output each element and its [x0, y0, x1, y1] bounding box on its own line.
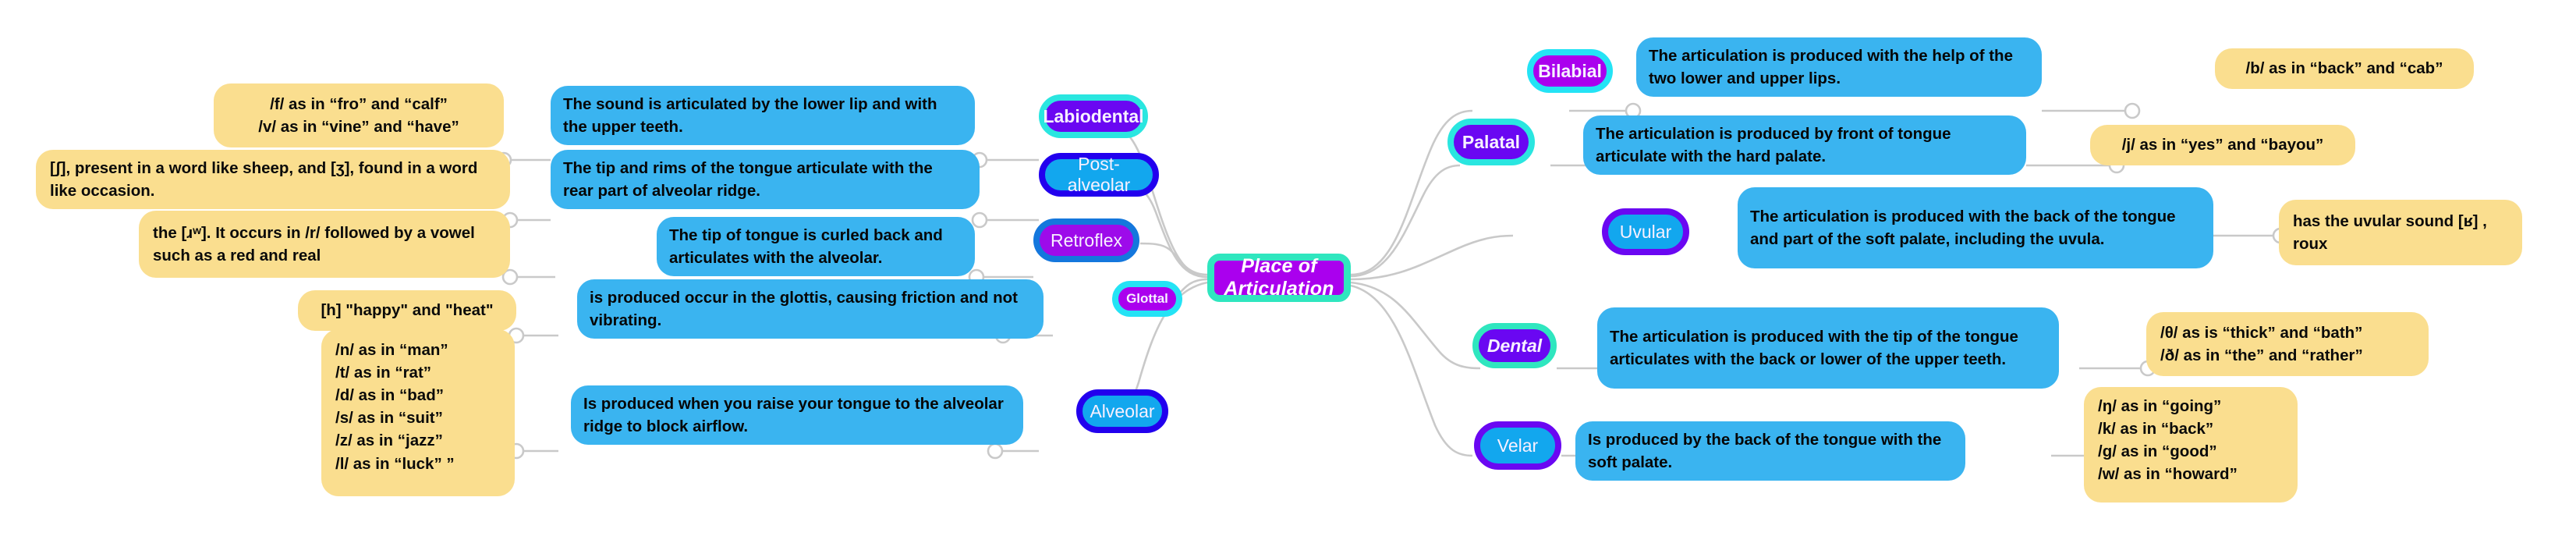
- category-node-alveolar[interactable]: Alveolar: [1076, 389, 1168, 433]
- example-node-alveolar[interactable]: /n/ as in “man” /t/ as in “rat” /d/ as i…: [321, 329, 515, 496]
- example-node-labiodental[interactable]: /f/ as in “fro” and “calf” /v/ as in “vi…: [214, 83, 504, 147]
- description-text-dental: The articulation is produced with the ti…: [1610, 327, 2018, 368]
- example-node-glottal[interactable]: [h] "happy" and "heat": [298, 290, 516, 331]
- category-label-palatal: Palatal: [1462, 131, 1521, 152]
- description-node-dental[interactable]: The articulation is produced with the ti…: [1597, 307, 2059, 389]
- category-label-velar: Velar: [1497, 435, 1539, 456]
- description-node-glottal[interactable]: is produced occur in the glottis, causin…: [577, 279, 1044, 339]
- root-label: Place of Articulation: [1224, 255, 1334, 300]
- category-node-labiodental[interactable]: Labiodental: [1039, 94, 1148, 138]
- category-label-post-alveolar: Post-alveolar: [1067, 154, 1131, 195]
- description-text-glottal: is produced occur in the glottis, causin…: [590, 288, 1018, 329]
- example-text-uvular: has the uvular sound [ʁ] , roux: [2293, 211, 2487, 253]
- example-text-alveolar: /n/ as in “man” /t/ as in “rat” /d/ as i…: [335, 341, 455, 473]
- example-node-dental[interactable]: /θ/ as is “thick” and “bath” /ð/ as in “…: [2146, 312, 2429, 376]
- example-text-velar: /ŋ/ as in “going” /k/ as in “back” /g/ a…: [2098, 397, 2238, 484]
- example-node-retroflex[interactable]: the [ɹʷ]. It occurs in /r/ followed by a…: [139, 211, 510, 278]
- category-node-uvular[interactable]: Uvular: [1602, 208, 1689, 255]
- example-text-glottal: [h] "happy" and "heat": [321, 301, 494, 320]
- example-node-bilabial[interactable]: /b/ as in “back” and “cab”: [2215, 48, 2474, 89]
- example-text-bilabial: /b/ as in “back” and “cab”: [2245, 59, 2443, 78]
- example-text-post-alveolar: [ʃ], present in a word like sheep, and […: [50, 158, 478, 200]
- category-node-dental[interactable]: Dental: [1472, 323, 1557, 368]
- description-text-velar: Is produced by the back of the tongue wi…: [1588, 430, 1942, 471]
- category-label-uvular: Uvular: [1619, 221, 1672, 242]
- description-node-uvular[interactable]: The articulation is produced with the ba…: [1738, 187, 2213, 268]
- category-label-alveolar: Alveolar: [1090, 400, 1155, 421]
- example-text-dental: /θ/ as is “thick” and “bath” /ð/ as in “…: [2160, 323, 2363, 364]
- description-node-post-alveolar[interactable]: The tip and rims of the tongue articulat…: [551, 150, 980, 209]
- category-node-velar[interactable]: Velar: [1474, 421, 1561, 470]
- category-node-bilabial[interactable]: Bilabial: [1527, 49, 1613, 93]
- category-label-retroflex: Retroflex: [1050, 229, 1123, 250]
- description-text-uvular: The articulation is produced with the ba…: [1750, 207, 2176, 248]
- example-text-retroflex: the [ɹʷ]. It occurs in /r/ followed by a…: [153, 223, 475, 265]
- example-text-labiodental: /f/ as in “fro” and “calf” /v/ as in “vi…: [258, 94, 459, 136]
- example-node-post-alveolar[interactable]: [ʃ], present in a word like sheep, and […: [36, 150, 510, 209]
- example-node-palatal[interactable]: /j/ as in “yes” and “bayou”: [2090, 125, 2355, 165]
- description-text-labiodental: The sound is articulated by the lower li…: [563, 94, 937, 136]
- category-node-glottal[interactable]: Glottal: [1112, 281, 1182, 317]
- example-node-uvular[interactable]: has the uvular sound [ʁ] , roux: [2279, 200, 2522, 265]
- description-text-post-alveolar: The tip and rims of the tongue articulat…: [563, 158, 933, 200]
- description-node-velar[interactable]: Is produced by the back of the tongue wi…: [1575, 421, 1965, 481]
- category-label-labiodental: Labiodental: [1043, 105, 1144, 126]
- description-text-alveolar: Is produced when you raise your tongue t…: [583, 394, 1004, 435]
- description-node-retroflex[interactable]: The tip of tongue is curled back and art…: [657, 217, 975, 276]
- category-label-glottal: Glottal: [1126, 291, 1168, 306]
- category-label-dental: Dental: [1486, 335, 1543, 356]
- category-node-palatal[interactable]: Palatal: [1447, 119, 1535, 165]
- example-node-velar[interactable]: /ŋ/ as in “going” /k/ as in “back” /g/ a…: [2084, 387, 2298, 503]
- description-node-palatal[interactable]: The articulation is produced by front of…: [1583, 115, 2026, 175]
- category-node-retroflex[interactable]: Retroflex: [1033, 218, 1139, 262]
- description-node-alveolar[interactable]: Is produced when you raise your tongue t…: [571, 385, 1023, 445]
- example-text-palatal: /j/ as in “yes” and “bayou”: [2121, 136, 2324, 154]
- category-node-post-alveolar[interactable]: Post-alveolar: [1039, 153, 1159, 197]
- description-node-bilabial[interactable]: The articulation is produced with the he…: [1636, 37, 2042, 97]
- root-node-place-of-articulation[interactable]: Place of Articulation: [1207, 254, 1351, 302]
- description-text-bilabial: The articulation is produced with the he…: [1649, 46, 2013, 87]
- category-label-bilabial: Bilabial: [1538, 60, 1602, 81]
- description-node-labiodental[interactable]: The sound is articulated by the lower li…: [551, 86, 975, 145]
- description-text-retroflex: The tip of tongue is curled back and art…: [669, 226, 943, 267]
- description-text-palatal: The articulation is produced by front of…: [1596, 124, 1951, 165]
